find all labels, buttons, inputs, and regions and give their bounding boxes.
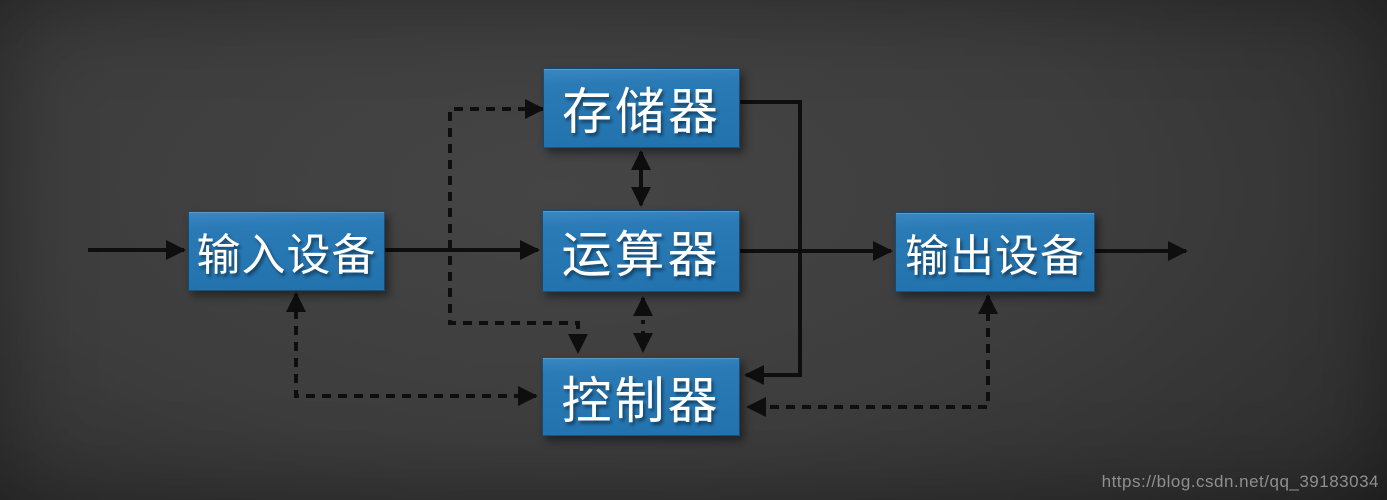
edge-controller-output-dashed-arrow (746, 294, 998, 417)
watermark-url: https://blog.csdn.net/qq_39183034 (1101, 472, 1379, 491)
edge-memory-to-controller-elbow-arrow (740, 100, 802, 385)
node-arithmetic-unit: 运算器 (542, 210, 740, 292)
node-input-device-label: 输入设备 (196, 230, 377, 281)
node-memory-label: 存储器 (562, 83, 721, 141)
edge-controller-input-dashed-arrow (286, 292, 538, 406)
node-arithmetic-unit-label: 运算器 (561, 226, 721, 284)
node-controller: 控制器 (542, 357, 740, 436)
node-input-device: 输入设备 (188, 211, 385, 291)
node-memory: 存储器 (543, 68, 740, 148)
node-output-device-label: 输出设备 (905, 231, 1085, 282)
node-controller-label: 控制器 (561, 371, 721, 430)
node-output-device: 输出设备 (895, 212, 1095, 292)
